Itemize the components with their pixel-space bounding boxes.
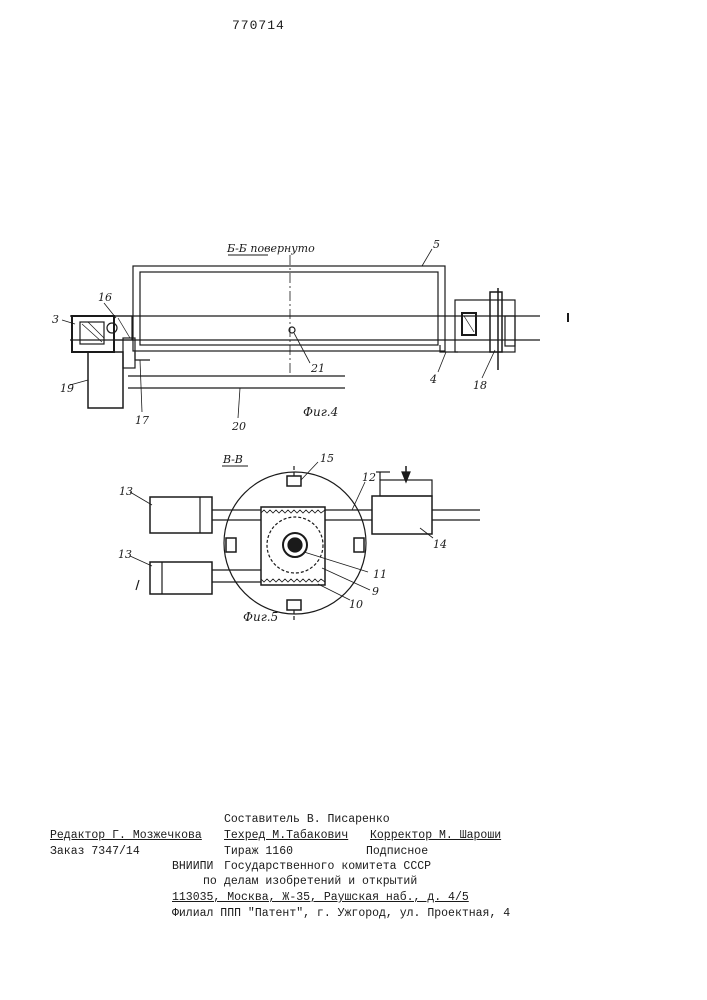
fig5-label-15: 15: [320, 452, 334, 465]
fig5-caption: Фиг.5: [243, 610, 278, 624]
fig4-label-3: 3: [52, 313, 59, 326]
imprint-compiler: Составитель В. Писаренко: [224, 814, 390, 826]
fig4-label-4: 4: [429, 373, 437, 386]
figure-5-drawing: [130, 462, 480, 622]
fig5-label-13-lower: 13: [118, 548, 132, 561]
imprint-affairs-prefix: по: [203, 876, 217, 888]
fig5-section-title: В-В: [222, 453, 243, 466]
fig5-label-9: 9: [372, 585, 379, 598]
imprint-vniipi: ВНИИПИ: [172, 861, 213, 873]
fig5-label-13-upper: 13: [119, 485, 133, 498]
imprint-committee: Государственного комитета СССР: [224, 861, 431, 873]
fig5-label-11: 11: [373, 568, 387, 581]
imprint-address: 113035, Москва, Ж-35, Раушская наб., д. …: [172, 892, 469, 904]
fig4-label-20: 20: [231, 420, 246, 433]
figure-4-drawing: [62, 249, 568, 418]
imprint-branch: Филиал ППП "Патент", г. Ужгород, ул. Про…: [172, 908, 510, 920]
imprint-editor: Редактор Г. Мозжечкова: [50, 830, 202, 842]
fig4-label-18: 18: [473, 379, 487, 392]
fig5-label-10: 10: [349, 598, 363, 611]
fig4-label-16: 16: [98, 291, 112, 304]
imprint-affairs: делам изобретений и открытий: [224, 876, 417, 888]
fig4-label-19: 19: [60, 382, 74, 395]
fig4-label-5: 5: [433, 238, 440, 251]
imprint-order: Заказ 7347/14: [50, 846, 140, 858]
fig5-label-14: 14: [433, 538, 447, 551]
imprint-circulation: Тираж 1160: [224, 846, 293, 858]
fig4-caption: Фиг.4: [303, 405, 338, 419]
fig4-label-21: 21: [310, 362, 325, 375]
fig5-label-12: 12: [362, 471, 376, 484]
fig4-label-17: 17: [135, 414, 149, 427]
imprint-corrector: Корректор М. Шароши: [370, 830, 501, 842]
imprint-techred: Техред М.Табакович: [224, 830, 348, 842]
imprint-subscription: Подписное: [366, 846, 428, 858]
fig4-section-title: Б-Б повернуто: [226, 242, 315, 255]
